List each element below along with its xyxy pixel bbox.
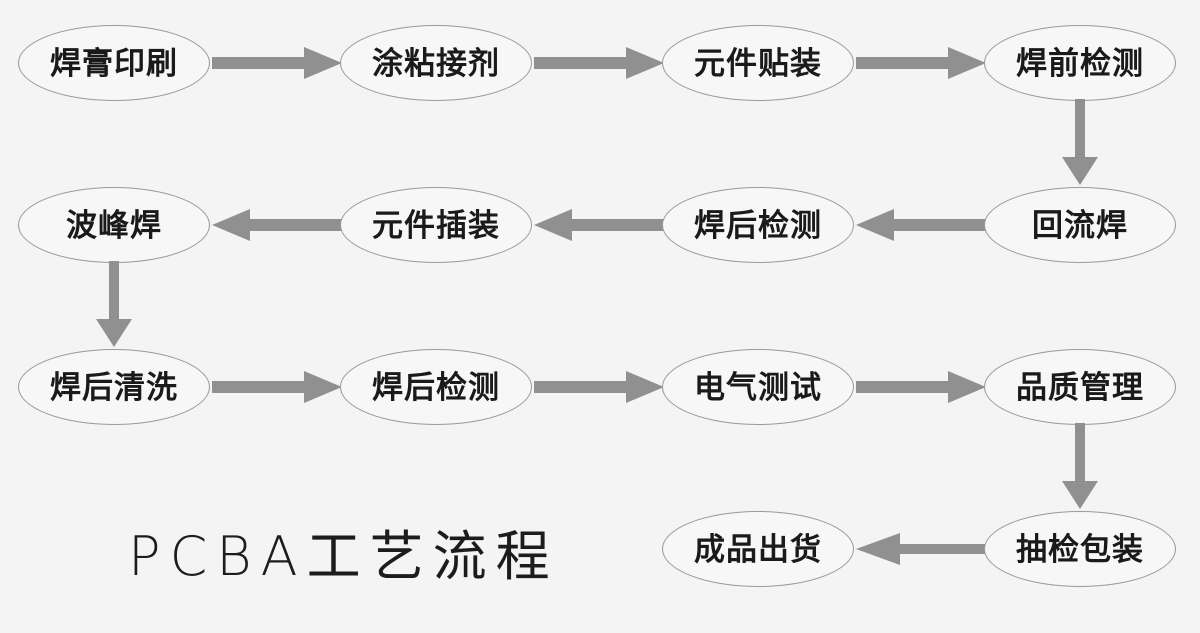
flow-arrow-down-2 [96, 261, 132, 347]
flow-node-sampling-inspection-packaging[interactable]: 抽检包装 [984, 511, 1176, 587]
flow-node-component-placement[interactable]: 元件贴装 [662, 25, 854, 101]
flow-arrow-right-2 [534, 45, 664, 81]
flow-arrow-right-6 [856, 369, 986, 405]
flow-node-label: 涂粘接剂 [372, 45, 500, 81]
flow-node-apply-adhesive[interactable]: 涂粘接剂 [340, 25, 532, 101]
flow-arrow-down-3 [1062, 423, 1098, 509]
flow-arrow-left-4 [856, 531, 986, 567]
flow-arrow-right-1 [212, 45, 342, 81]
flow-arrow-down-1 [1062, 99, 1098, 185]
flow-node-finished-goods-shipment[interactable]: 成品出货 [662, 511, 854, 587]
flow-node-pre-solder-inspection[interactable]: 焊前检测 [984, 25, 1176, 101]
flow-node-label: 元件贴装 [694, 45, 822, 81]
flow-arrow-right-4 [212, 369, 342, 405]
flow-node-label: 波峰焊 [66, 207, 162, 243]
flow-node-quality-management[interactable]: 品质管理 [984, 349, 1176, 425]
flow-node-component-insertion[interactable]: 元件插装 [340, 187, 532, 263]
flow-node-label: 回流焊 [1032, 207, 1128, 243]
flow-arrow-right-5 [534, 369, 664, 405]
flow-node-label: 品质管理 [1016, 369, 1144, 405]
flow-node-post-solder-cleaning[interactable]: 焊后清洗 [18, 349, 210, 425]
flow-node-reflow-soldering[interactable]: 回流焊 [984, 187, 1176, 263]
flow-node-label: 抽检包装 [1016, 531, 1144, 567]
flow-arrow-right-3 [856, 45, 986, 81]
flow-node-label: 电气测试 [694, 369, 822, 405]
flow-node-label: 成品出货 [694, 531, 822, 567]
flow-node-label: 焊膏印刷 [50, 45, 178, 81]
flow-node-wave-soldering[interactable]: 波峰焊 [18, 187, 210, 263]
flow-node-label: 焊后检测 [372, 369, 500, 405]
flow-arrow-left-1 [856, 207, 986, 243]
flow-node-label: 焊后检测 [694, 207, 822, 243]
flow-node-label: 焊后清洗 [50, 369, 178, 405]
flow-arrow-left-3 [212, 207, 342, 243]
flow-node-post-solder-inspection-2[interactable]: 焊后检测 [340, 349, 532, 425]
flow-node-label: 焊前检测 [1016, 45, 1144, 81]
flow-node-post-solder-inspection-1[interactable]: 焊后检测 [662, 187, 854, 263]
flow-node-electrical-test[interactable]: 电气测试 [662, 349, 854, 425]
flow-arrow-left-2 [534, 207, 664, 243]
flow-node-label: 元件插装 [372, 207, 500, 243]
flow-node-solder-paste-printing[interactable]: 焊膏印刷 [18, 25, 210, 101]
diagram-title: PCBA工艺流程 [128, 525, 559, 588]
